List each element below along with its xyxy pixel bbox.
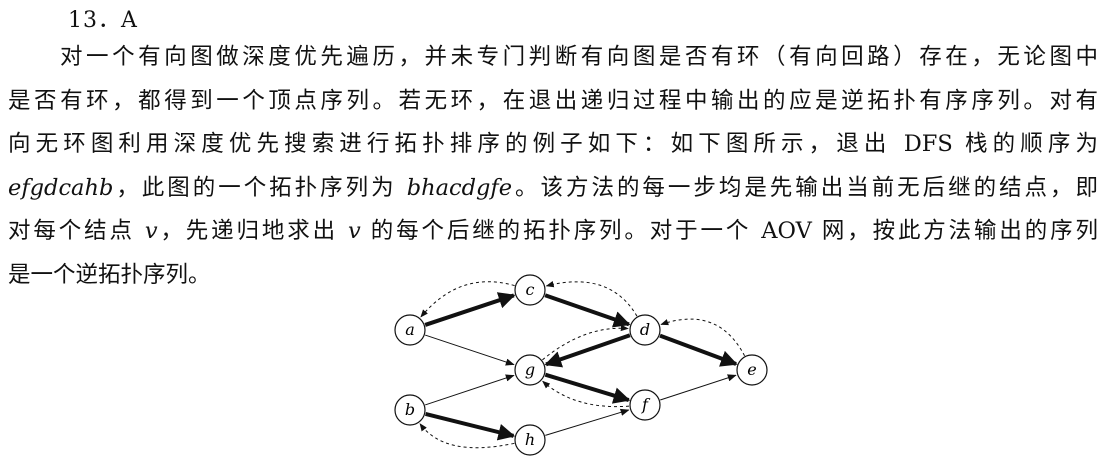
- node-label-h: h: [525, 430, 535, 449]
- edge-f-e: [660, 374, 737, 401]
- node-circle-b: [394, 394, 426, 426]
- vertex-v-1: v: [144, 218, 158, 244]
- text-line-5-part-c: 的每个后继的拓扑序列。对于一个 AOV 网，按此方法输出的序列: [360, 218, 1099, 244]
- node-label-a: a: [405, 320, 415, 339]
- edge-a-g: [425, 334, 515, 366]
- answer-paragraph: 对一个有向图做深度优先遍历，并未专门判断有向图是否有环（有向回路）存在，无论图中…: [8, 36, 1098, 297]
- node-a: a: [394, 314, 426, 346]
- node-label-e: e: [747, 360, 756, 379]
- backtrack-h-b: [419, 423, 515, 449]
- edge-b-g: [425, 374, 515, 406]
- node-circle-e: [736, 354, 768, 386]
- node-e: e: [736, 354, 768, 386]
- node-label-g: g: [525, 360, 535, 379]
- text-line-3: 向无环图利用深度优先搜索进行拓扑排序的例子如下：如下图所示，退出 DFS 栈的顺…: [8, 131, 1098, 157]
- topological-sequence: bhacdgfe: [406, 174, 513, 201]
- edge-g-f: [544, 372, 631, 404]
- backtrack-f-g: [542, 380, 630, 408]
- node-circle-f: [629, 389, 661, 421]
- backtrack-e-d: [660, 318, 746, 357]
- edge-a-c: [424, 292, 516, 327]
- text-line-5-part-a: 对每个结点: [8, 218, 145, 244]
- text-line-5-part-b: ，先递归地求出: [157, 218, 349, 244]
- edge-b-h: [425, 411, 516, 441]
- edge-h-f: [545, 408, 630, 436]
- text-line-4-part-b: ，此图的一个拓扑序列为: [113, 174, 407, 201]
- node-g: g: [514, 354, 546, 386]
- text-line-4-part-d: 。该方法的每一步均是先输出当前无后继的结点，即: [512, 174, 1098, 201]
- node-f: f: [629, 389, 661, 421]
- node-circle-a: [394, 314, 426, 346]
- node-label-d: d: [640, 320, 650, 339]
- node-circle-c: [514, 274, 546, 306]
- edge-c-d: [544, 293, 631, 328]
- node-circle-h: [514, 424, 546, 456]
- node-circle-g: [514, 354, 546, 386]
- backtrack-c-a: [420, 281, 515, 318]
- node-d: d: [629, 314, 661, 346]
- node-label-b: b: [405, 400, 415, 419]
- edge-d-e: [659, 333, 738, 367]
- node-circle-d: [629, 314, 661, 346]
- node-label-f: f: [641, 395, 651, 414]
- node-h: h: [514, 424, 546, 456]
- node-c: c: [514, 274, 546, 306]
- edge-d-g: [544, 333, 631, 368]
- dfs-exit-order: efgdcahb: [8, 174, 114, 201]
- vertex-v-2: v: [348, 218, 361, 244]
- question-number: 13．A: [68, 8, 138, 33]
- text-line-4: efgdcahb，此图的一个拓扑序列为 bhacdgfe。该方法的每一步均是先输…: [8, 167, 1098, 211]
- node-b: b: [394, 394, 426, 426]
- text-line-6: 是一个逆拓扑序列。: [8, 261, 211, 288]
- node-label-c: c: [526, 280, 535, 299]
- text-line-1: 对一个有向图做深度优先遍历，并未专门判断有向图是否有环（有向回路）存在，无论图中: [60, 44, 1098, 70]
- backtrack-d-c: [545, 281, 638, 317]
- text-line-5: 对每个结点 v，先递归地求出 v 的每个后继的拓扑序列。对于一个 AOV 网，按…: [8, 210, 1098, 254]
- text-line-2: 是否有环，都得到一个顶点序列。若无环，在退出递归过程中输出的应是逆拓扑有序序列。…: [8, 87, 1098, 114]
- backtrack-g-d: [542, 324, 629, 361]
